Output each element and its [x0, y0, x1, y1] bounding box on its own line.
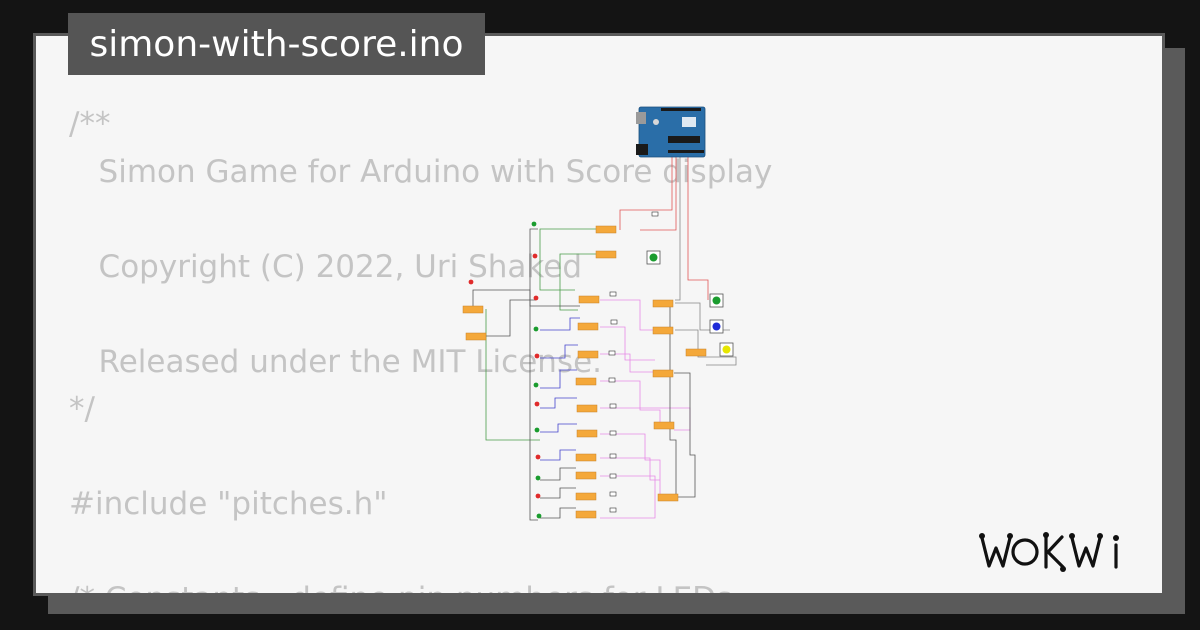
led-icon [533, 295, 539, 301]
switch-icon [608, 377, 616, 383]
code-line: Released under the MIT License. [69, 343, 602, 380]
shift-register-chip [465, 332, 487, 341]
led-icon [535, 475, 541, 481]
shift-register-chip [652, 369, 674, 378]
switch-icon [609, 491, 617, 497]
led-icon [532, 253, 538, 259]
arduino-uno-board [636, 106, 706, 158]
switch-icon [609, 473, 617, 479]
green-button [709, 293, 724, 308]
code-line: Copyright (C) 2022, Uri Shaked [69, 248, 582, 285]
switch-icon [609, 403, 617, 409]
wire [687, 157, 709, 300]
switch-icon [609, 430, 617, 436]
wire [600, 433, 661, 494]
led-icon [534, 401, 540, 407]
switch-icon [608, 350, 616, 356]
wire [540, 344, 578, 359]
shift-register-chip [685, 348, 707, 357]
wire [619, 157, 673, 230]
diagram-switches [608, 211, 659, 513]
led-icon [468, 279, 474, 285]
switch-icon [609, 291, 617, 297]
led-icon [531, 221, 537, 227]
led-icon [534, 353, 540, 359]
led-icon [533, 382, 539, 388]
wire [600, 475, 656, 519]
wire [472, 289, 580, 309]
shift-register-chip [575, 471, 597, 480]
shift-register-chip [575, 377, 597, 386]
wire [540, 507, 576, 519]
switch-icon [610, 319, 618, 325]
code-line: */ [69, 391, 95, 427]
wokwi-logo [979, 532, 1119, 572]
led-icon [533, 326, 539, 332]
diagram-leds [468, 221, 542, 519]
wire [540, 487, 576, 499]
wire [540, 369, 577, 389]
wire [675, 157, 681, 301]
switch-icon [609, 507, 617, 513]
wire [674, 372, 696, 498]
shift-register-chip [577, 350, 599, 359]
shift-register-chip [653, 421, 675, 430]
wire [540, 317, 580, 331]
wire [600, 299, 655, 331]
led-icon [535, 493, 541, 499]
wire [486, 299, 536, 337]
shift-register-chip [578, 295, 600, 304]
wire [600, 353, 655, 373]
wire [539, 228, 598, 291]
wire [600, 407, 691, 431]
project-title: simon-with-score.ino [68, 13, 485, 75]
code-card: /** Simon Game for Arduino with Score di… [33, 33, 1165, 596]
code-line: Simon Game for Arduino with Score displa… [69, 153, 773, 190]
wire [600, 380, 661, 422]
shift-register-chip [575, 510, 597, 519]
wire [600, 326, 655, 361]
wire [559, 253, 598, 311]
switch-icon [651, 211, 659, 217]
shift-register-chip [576, 429, 598, 438]
shift-register-chip [576, 404, 598, 413]
yellow-button [719, 342, 734, 357]
wire [600, 457, 660, 481]
code-line: #include "pitches.h" [69, 486, 388, 522]
shift-register-chip [462, 305, 484, 314]
wire [529, 228, 538, 521]
code-line: /** [69, 106, 111, 142]
shift-register-chip [575, 492, 597, 501]
wire [540, 397, 577, 409]
code-line: /* Constants - define pin numbers for LE… [69, 576, 772, 593]
led-icon [535, 454, 541, 460]
wire [540, 423, 577, 433]
shift-register-chip [652, 299, 674, 308]
diagram-wires [472, 157, 737, 521]
shift-register-chip [657, 493, 679, 502]
wire [540, 467, 576, 481]
shift-register-chip [575, 453, 597, 462]
diagram-chips [462, 225, 707, 519]
shift-register-chip [652, 326, 674, 335]
wire [640, 157, 677, 231]
wire [675, 329, 737, 366]
shift-register-chip [595, 250, 617, 259]
led-icon [534, 427, 540, 433]
led-icon [536, 513, 542, 519]
shift-register-chip [595, 225, 617, 234]
wire [540, 449, 576, 461]
wire [485, 309, 540, 441]
switch-icon [609, 453, 617, 459]
code-preview: /** Simon Game for Arduino with Score di… [69, 101, 773, 593]
blue-button [709, 319, 724, 334]
shift-register-chip [577, 322, 599, 331]
green-button-top [646, 250, 661, 265]
